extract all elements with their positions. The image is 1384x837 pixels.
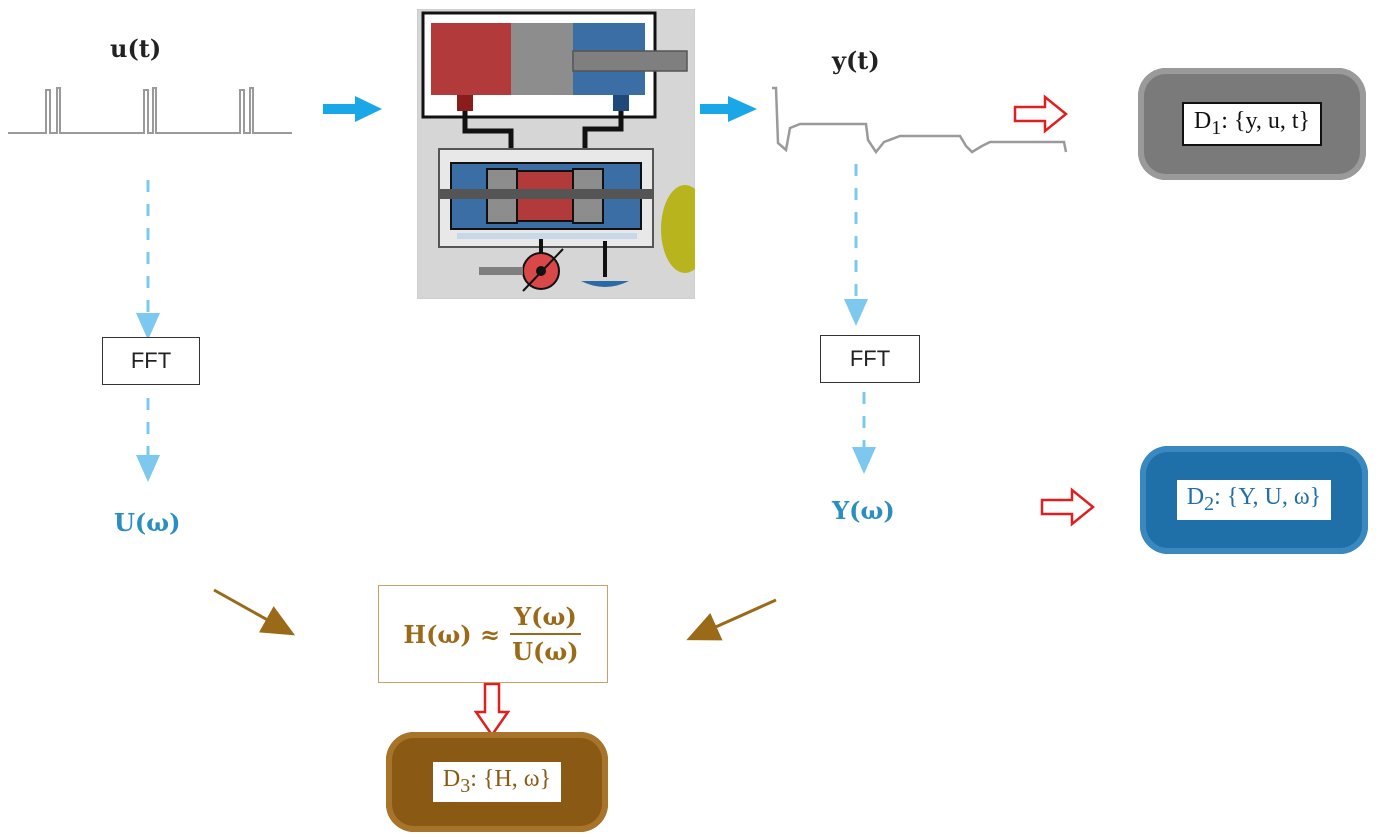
dataset-d3-subscript: 3 bbox=[460, 774, 471, 797]
transfer-function-fraction: Y(ω) U(ω) bbox=[508, 602, 583, 666]
dataset-d3-content: : {H, ω} bbox=[470, 766, 552, 793]
dataset-d2: D2: {Y, U, ω} bbox=[1140, 446, 1368, 554]
dataset-d3-name: D bbox=[442, 766, 461, 793]
fft-label-input: FFT bbox=[130, 348, 172, 373]
hydraulic-system-illustration bbox=[417, 9, 695, 299]
dataset-d2-label: D2: {Y, U, ω} bbox=[1176, 480, 1332, 520]
dataset-d1-subscript: 1 bbox=[1211, 116, 1222, 139]
dataset-d2-name: D bbox=[1186, 484, 1205, 511]
input-signal-label: u(t) bbox=[110, 34, 162, 63]
transfer-function-denominator: U(ω) bbox=[512, 637, 579, 666]
brown-arrow-from-U bbox=[213, 588, 296, 636]
red-arrow-to-d3 bbox=[473, 682, 511, 738]
dataset-d2-content: : {Y, U, ω} bbox=[1214, 484, 1322, 511]
transfer-function-box: H(ω) ≈ Y(ω) U(ω) bbox=[378, 585, 608, 683]
dataset-d3-label: D3: {H, ω} bbox=[432, 762, 562, 802]
dataset-d1-content: : {y, u, t} bbox=[1221, 108, 1311, 135]
transfer-function-lhs: H(ω) ≈ bbox=[403, 619, 501, 649]
fft-label-output: FFT bbox=[849, 346, 891, 371]
output-spectrum-label: Y(ω) bbox=[832, 496, 895, 525]
output-response-signal bbox=[772, 86, 1068, 155]
transfer-function-numerator: Y(ω) bbox=[509, 602, 581, 635]
red-arrow-to-d2 bbox=[1040, 487, 1095, 527]
dataset-d1: D1: {y, u, t} bbox=[1138, 68, 1366, 180]
flow-arrow-to-system bbox=[323, 96, 382, 122]
dataset-d3: D3: {H, ω} bbox=[386, 732, 608, 832]
fft-block-input: FFT bbox=[102, 337, 200, 385]
fft-block-output: FFT bbox=[820, 335, 920, 383]
input-spectrum-label: U(ω) bbox=[114, 508, 181, 537]
dataset-d1-name: D bbox=[1193, 108, 1212, 135]
brown-arrow-from-Y bbox=[686, 598, 777, 641]
input-pulse-signal bbox=[8, 87, 292, 134]
flow-arrow-to-output bbox=[700, 96, 757, 122]
output-signal-label: y(t) bbox=[832, 46, 880, 75]
dataset-d2-subscript: 2 bbox=[1204, 492, 1215, 515]
red-arrow-to-d1 bbox=[1013, 94, 1068, 134]
dataset-d1-label: D1: {y, u, t} bbox=[1181, 102, 1323, 146]
